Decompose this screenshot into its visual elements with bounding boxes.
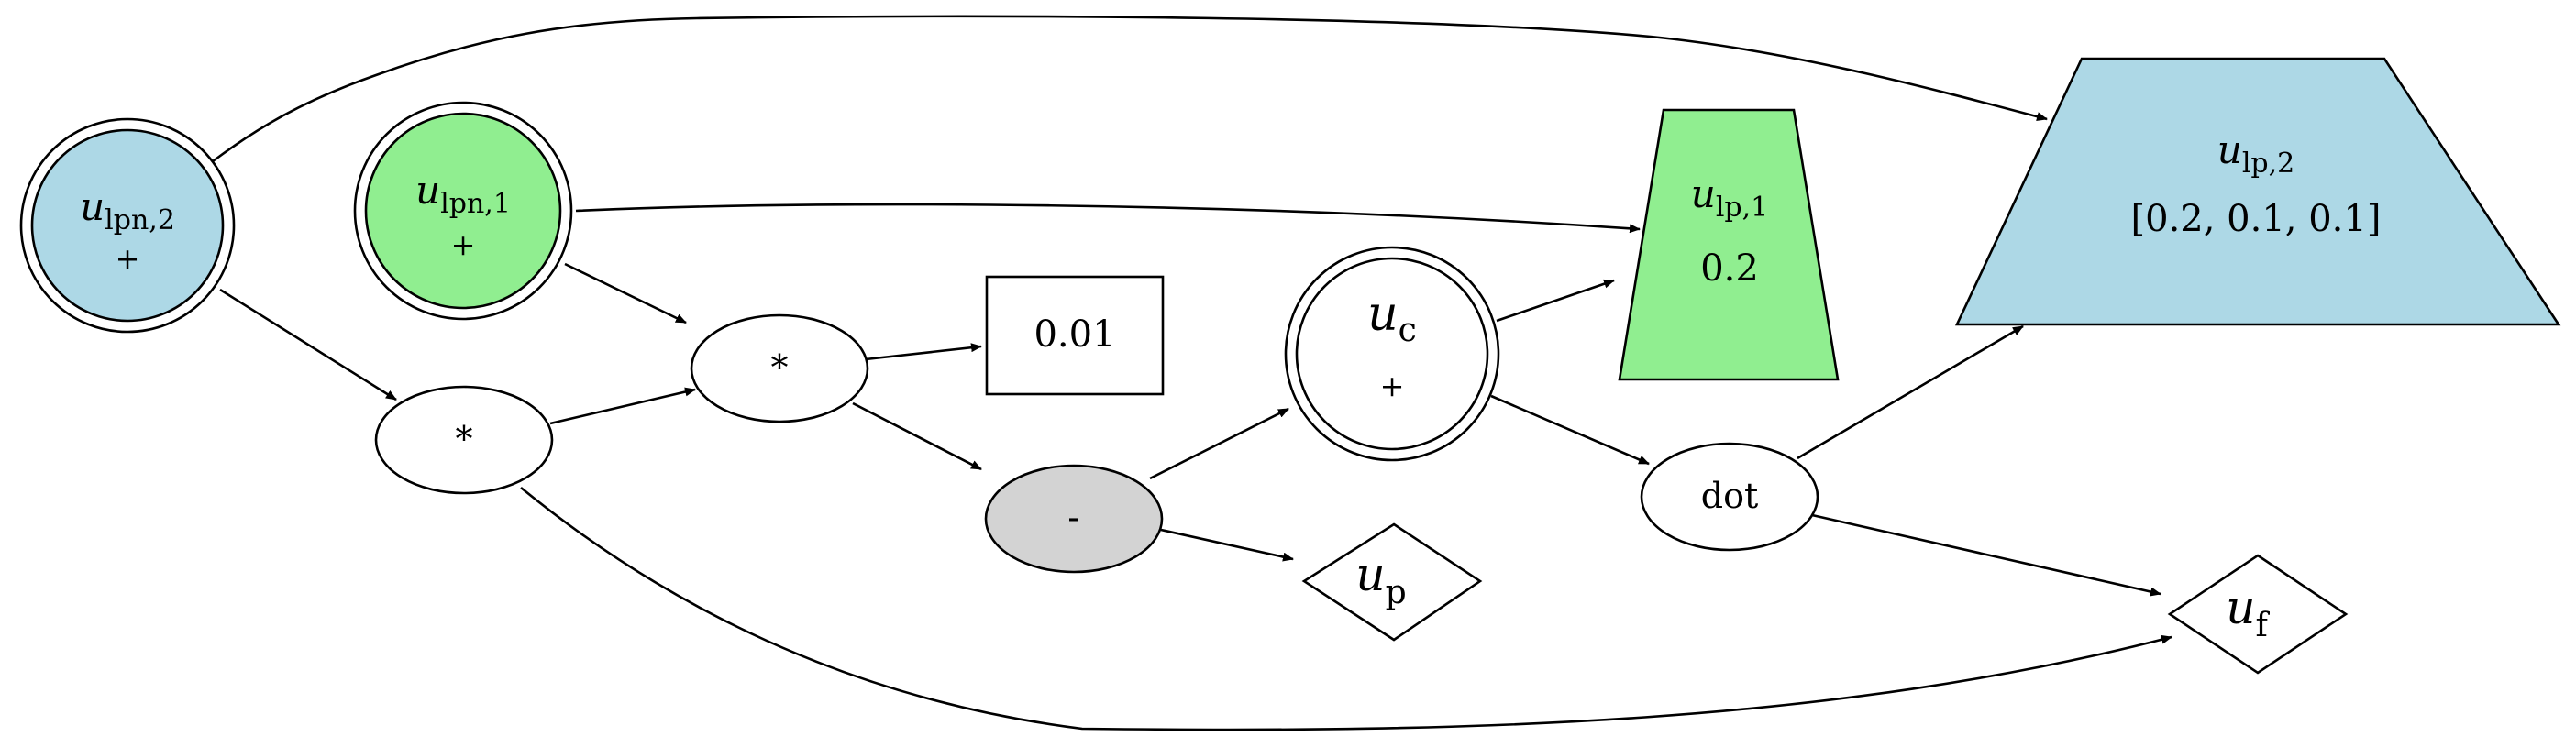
edge-u_c-to-u_lp1 [1496, 279, 1615, 323]
node-minus-label: - [1067, 497, 1080, 539]
node-u-c-label: uc [1367, 287, 1417, 349]
edge-dot-to-u_f [1811, 513, 2161, 597]
node-minus-shape [984, 464, 1164, 574]
node-constant-shape [985, 275, 1165, 396]
node-u-lp-2-shape [1954, 57, 2561, 326]
edge-mul_b-to-const [865, 343, 982, 361]
node-u-lp-2-label: ulp,2 [2217, 127, 2294, 180]
edge-u_lpn2-to-mul_a [219, 288, 397, 401]
edge-mul_a-to-u_f [520, 486, 2172, 731]
node-u-lp-1-shape [1618, 108, 1840, 381]
node-u-lpn-2[interactable]: ulpn,2 + [19, 117, 236, 334]
node-minus[interactable]: - [984, 464, 1164, 574]
edge-mul_a-to-mul_b [549, 387, 696, 425]
node-u-lp-2-value: [0.2, 0.1, 0.1] [2131, 198, 2382, 240]
node-dot-shape [1640, 442, 1819, 552]
node-u-lp-1-label: ulp,1 [1691, 171, 1768, 224]
node-u-lpn-1-label: ulpn,1 [415, 168, 511, 220]
node-mul-b-shape [690, 313, 869, 423]
node-u-c-inner [1295, 257, 1489, 451]
node-u-p-shape [1301, 522, 1483, 642]
node-u-lpn-1[interactable]: ulpn,1 + [353, 101, 573, 321]
node-u-f-shape [2167, 554, 2349, 675]
node-u-lpn-1-sign: + [451, 227, 476, 262]
edge-u_lpn1-to-mul_b [564, 262, 687, 324]
node-u-lpn-2-inner [30, 128, 225, 323]
node-dot-label: dot [1701, 476, 1758, 516]
edge-u_c-to-dot [1490, 394, 1650, 466]
node-u-f-label: uf [2226, 581, 2270, 644]
edge-minus-to-u_c [1149, 407, 1289, 480]
node-u-p[interactable]: up [1301, 522, 1483, 642]
node-mul-b[interactable]: * [690, 313, 869, 423]
node-constant[interactable]: 0.01 [985, 275, 1165, 396]
node-dot[interactable]: dot [1640, 442, 1819, 552]
node-mul-a-shape [374, 385, 554, 495]
node-mul-b-label: * [771, 347, 789, 388]
node-mul-a[interactable]: * [374, 385, 554, 495]
node-u-lpn-2-sign: + [116, 241, 140, 276]
node-u-lp-1[interactable]: ulp,1 0.2 [1618, 108, 1840, 381]
node-u-lpn-2-label: ulpn,2 [80, 184, 175, 236]
node-u-p-label: up [1355, 548, 1406, 611]
node-u-c-sign: + [1380, 368, 1405, 403]
edge-mul_b-to-minus [852, 401, 982, 471]
edge-dot-to-u_lp2 [1797, 324, 2024, 460]
node-mul-a-label: * [456, 419, 473, 459]
node-u-lp-1-value: 0.2 [1700, 247, 1759, 290]
edge-minus-to-u_p [1160, 528, 1294, 562]
node-constant-label: 0.01 [1034, 313, 1115, 356]
edges [212, 15, 2172, 731]
node-u-lpn-1-inner [364, 112, 562, 310]
edge-u_lpn1-to-u_lp1 [575, 203, 1641, 234]
edge-u_lpn2-to-u_lp2 [212, 15, 2048, 163]
node-u-f[interactable]: uf [2167, 554, 2349, 675]
node-u-lp-2[interactable]: ulp,2 [0.2, 0.1, 0.1] [1954, 57, 2561, 326]
node-u-c[interactable]: uc + [1284, 246, 1500, 462]
